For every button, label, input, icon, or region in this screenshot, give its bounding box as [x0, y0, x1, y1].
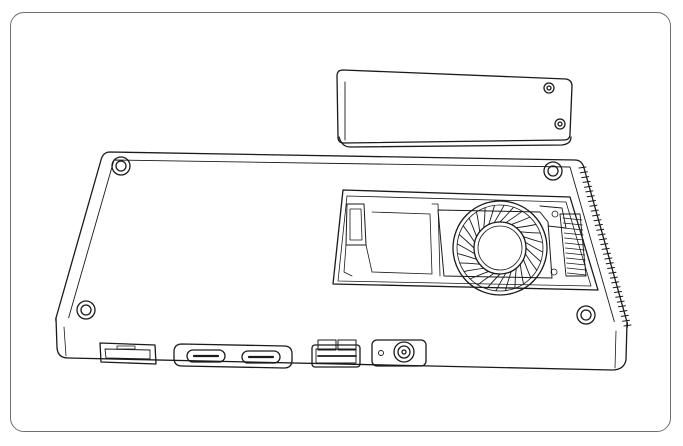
heatsink-fin [579, 171, 588, 174]
heatsink-fin [564, 242, 585, 246]
fan-blade [495, 272, 507, 292]
cover-screw-hole [543, 82, 555, 94]
heatsink-fin [589, 204, 598, 207]
fan-blade [499, 206, 514, 223]
fan-blade [505, 210, 523, 224]
cooling-fan [437, 200, 567, 296]
heatsink-fin [565, 247, 585, 251]
heatsink-fin [603, 252, 611, 255]
corner-screw [576, 305, 596, 325]
fan-blade [458, 234, 475, 249]
fan-blade [505, 270, 512, 292]
heatsink-fin [567, 272, 587, 276]
heatsink-fin [601, 247, 610, 250]
heatsink-fin [612, 286, 621, 289]
heatsink-fin [616, 300, 625, 303]
fan-blade [459, 262, 481, 265]
heatsink-fin [600, 243, 609, 246]
heatsink-fin [622, 319, 631, 322]
corner-screw [111, 156, 131, 176]
heatsink-fin [566, 267, 587, 271]
fan-blade [477, 272, 495, 286]
fan-blade [510, 216, 531, 226]
heatsink-fin [563, 222, 583, 226]
fan-blade [519, 263, 524, 285]
heatsink-fin [565, 252, 586, 256]
fan-blade [476, 211, 481, 233]
fan-blade [525, 247, 542, 262]
fan-blade [488, 204, 495, 226]
fan-blade [524, 253, 538, 271]
heatsink-fin [590, 209, 599, 212]
fan-blade [515, 224, 537, 229]
heatsink-fin [566, 262, 586, 266]
bottom-access-cover [336, 69, 573, 148]
heatsink-fin [599, 238, 607, 241]
heatsink-fin [607, 267, 616, 269]
heatsink-fin [614, 291, 622, 293]
heatsink-fin [581, 176, 590, 179]
fan-blade [456, 243, 476, 255]
usb-c-port [241, 350, 281, 364]
heatsink-fin [609, 276, 618, 279]
dc-power-jack [371, 339, 427, 367]
usb-c-port-group [173, 343, 293, 369]
fan-blade [468, 217, 478, 238]
heatsink-fin [563, 227, 584, 231]
heatsink-fin [620, 314, 629, 317]
fan-blade [522, 258, 532, 279]
heatsink-fin [588, 200, 596, 202]
heatsink-fin [605, 262, 614, 265]
heatsink-fin [585, 190, 594, 193]
fan-blade [483, 207, 486, 229]
fan-blade [456, 253, 478, 260]
fan-blade [469, 270, 490, 280]
fan-blade [486, 273, 501, 290]
heatsink-fin [564, 237, 584, 241]
heatsink-fin [597, 233, 606, 236]
fan-blade [514, 267, 517, 289]
fan-blade [522, 236, 544, 243]
fan-blade [463, 267, 485, 272]
heatsink-fin [586, 195, 595, 198]
heatsink-fin [578, 166, 587, 169]
heatsink-fin [593, 219, 602, 222]
heatsink-fin [584, 185, 592, 188]
heatsink-fin [562, 217, 583, 221]
fan-blade [493, 204, 505, 224]
heatsink-fin [596, 228, 605, 231]
heatsink-fin [594, 224, 603, 226]
heatsink-fin [592, 214, 601, 217]
heatsink-fin [611, 281, 620, 284]
usb-a-port [311, 339, 361, 368]
heatsink-fin [608, 271, 617, 274]
fan-blade [524, 241, 544, 253]
heatsink-fin [604, 257, 613, 260]
heatsink-fin [618, 305, 626, 308]
heatsink-fin [619, 310, 628, 313]
heatsink-fin [582, 180, 591, 183]
hdmi-port [99, 342, 157, 365]
usb-c-port [186, 349, 226, 363]
heatsink-fin [623, 324, 632, 327]
heatsink-fin [563, 232, 584, 236]
fan-blade [462, 225, 476, 243]
fan-blade [519, 231, 541, 234]
cover-screw-hole [554, 118, 566, 130]
heatsink-fin [615, 295, 624, 298]
corner-screw [76, 300, 96, 320]
corner-screw [543, 161, 563, 181]
heatsink-fin [565, 257, 586, 261]
heatsink-fins [559, 166, 632, 327]
